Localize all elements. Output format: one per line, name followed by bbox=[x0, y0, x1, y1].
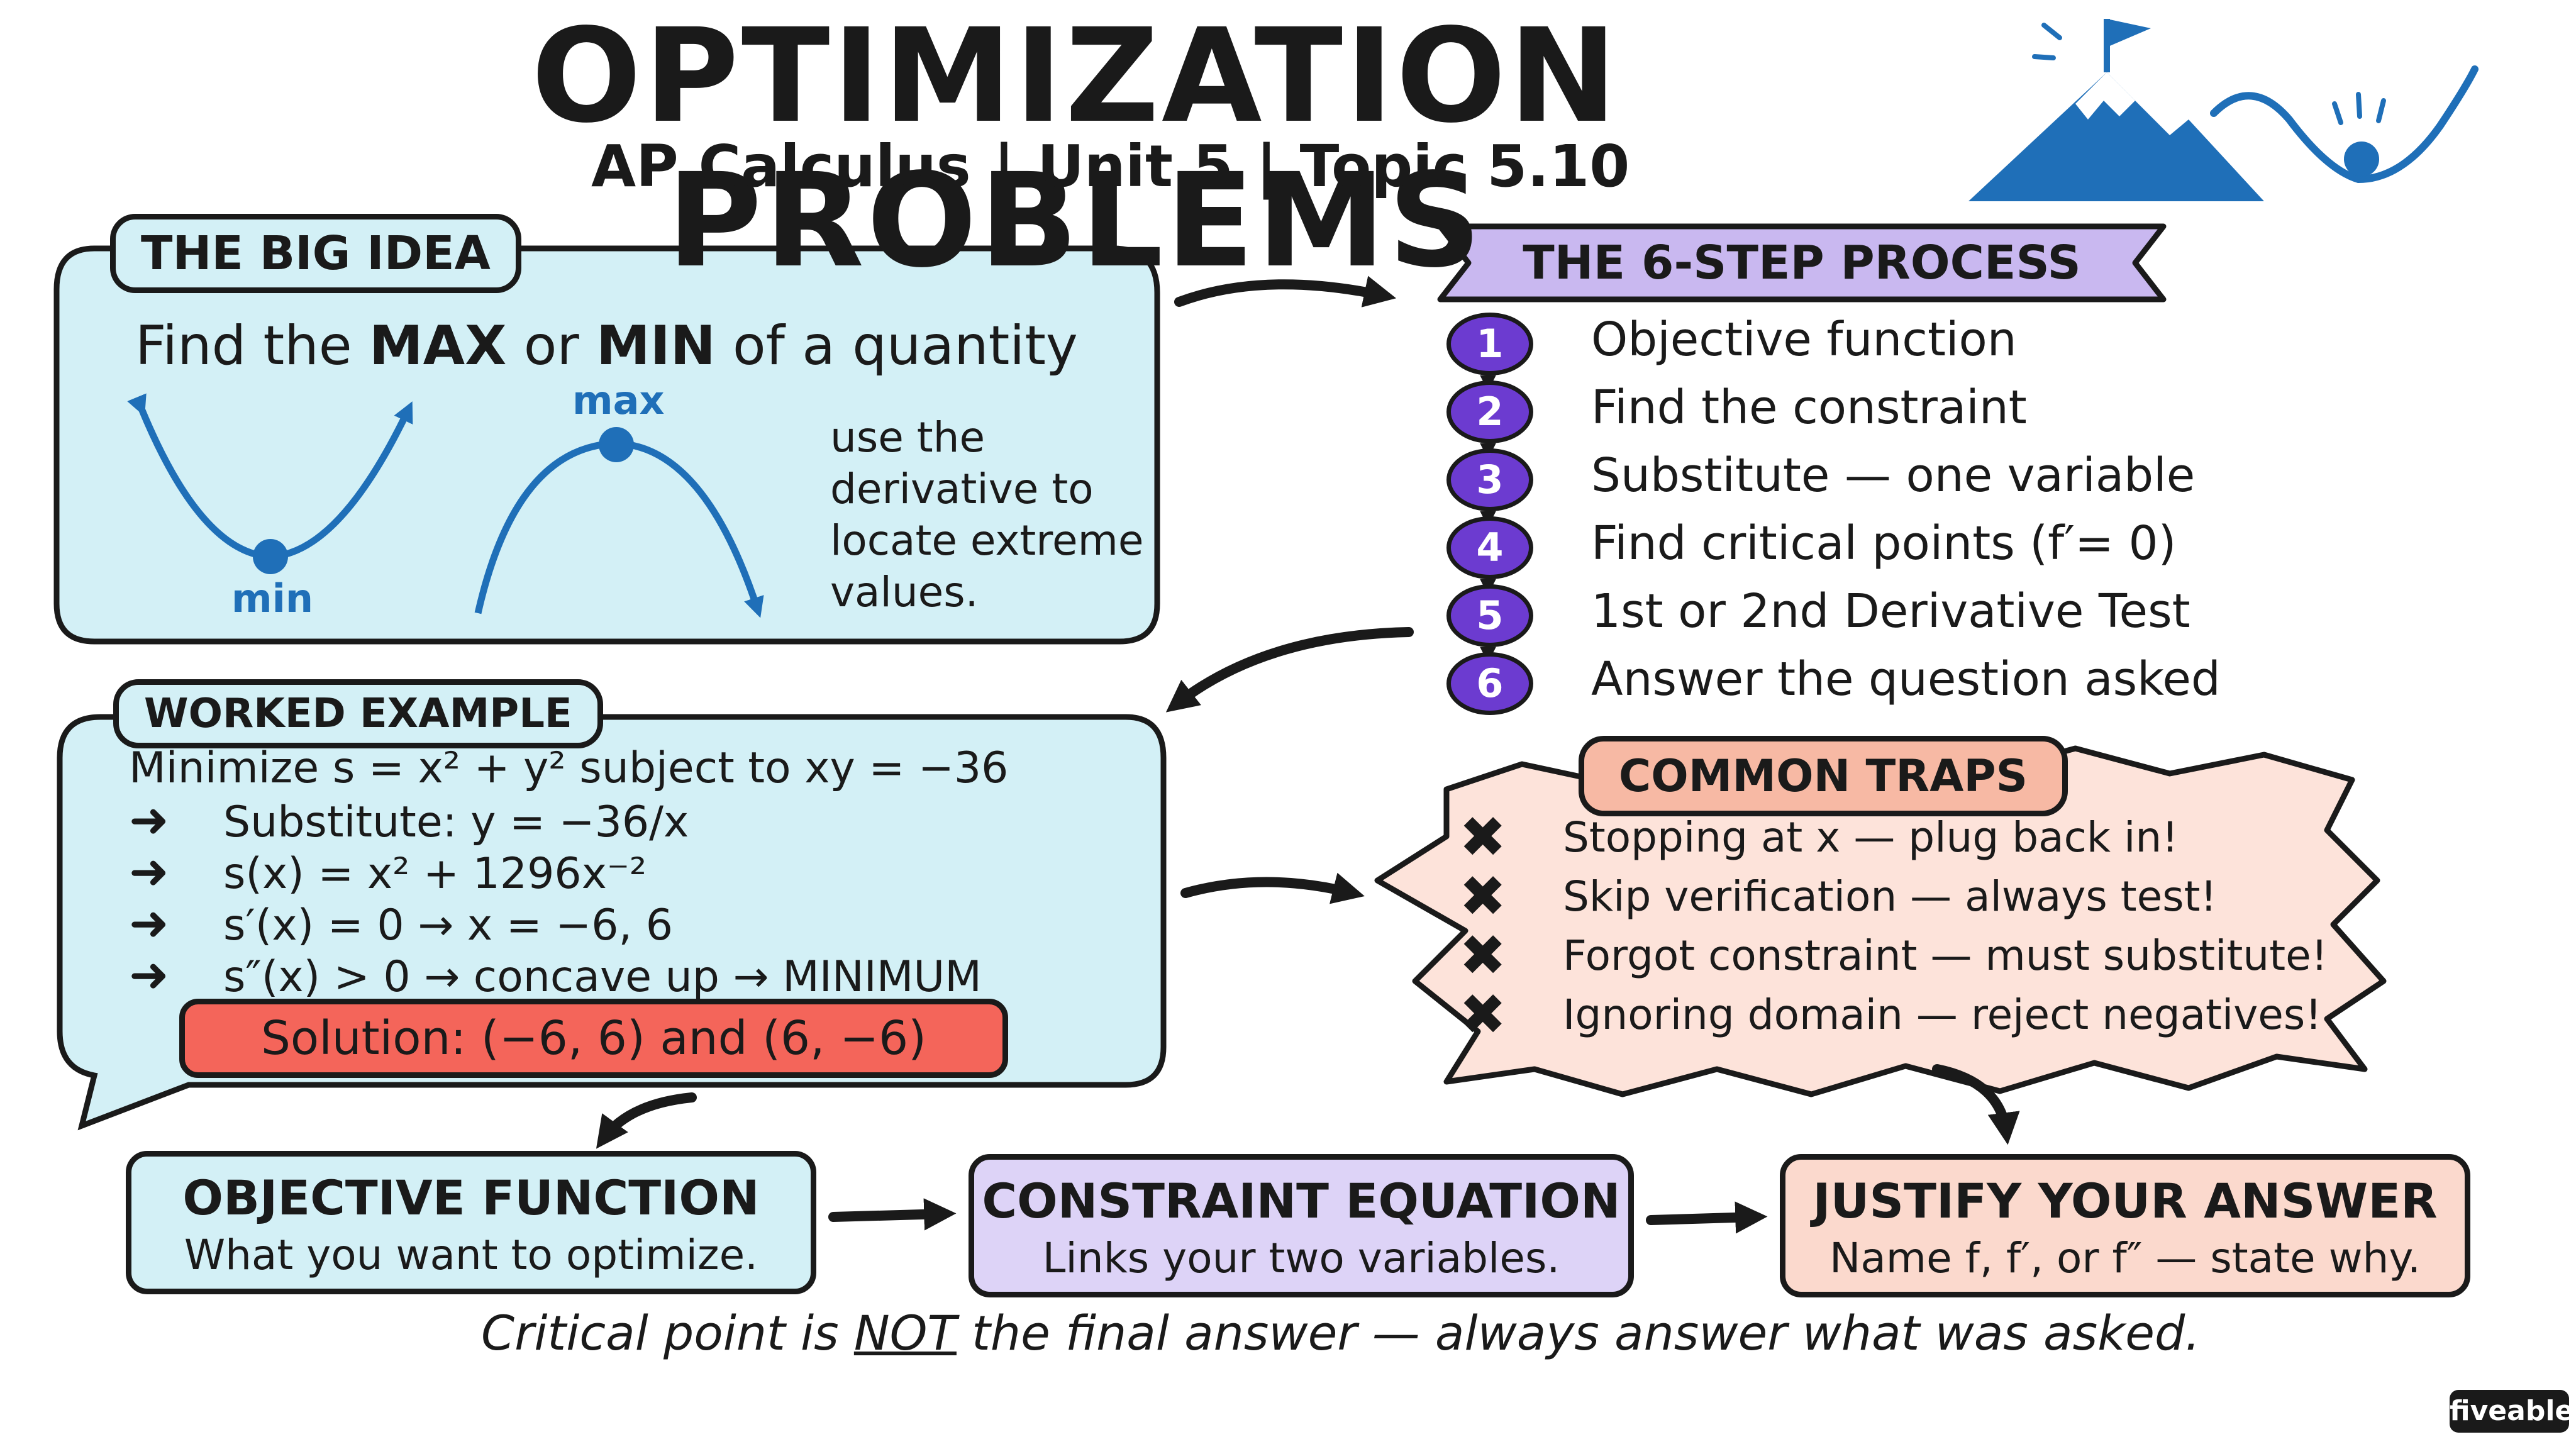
page-subtitle: AP Calculus|Unit 5|Topic 5.10 bbox=[591, 133, 1630, 200]
example-step-1: ➜ Substitute: y = −36/x bbox=[129, 794, 689, 849]
trap-item-3: Forgot constraint — must substitute! bbox=[1563, 931, 2328, 980]
solution-box: Solution: (−6, 6) and (6, −6) bbox=[179, 999, 1008, 1078]
cross-icon: ✖ bbox=[1459, 923, 1507, 989]
arrow-example-to-objective bbox=[596, 1092, 697, 1149]
step-number-4: 4 bbox=[1446, 516, 1533, 579]
arrow-objective-to-constraint bbox=[828, 1198, 957, 1231]
arrow-bigidea-to-process bbox=[1174, 275, 1397, 308]
big-idea-note: use the derivative to locate extreme val… bbox=[830, 412, 1143, 618]
justify-answer-desc: Name f, f′, or f″ — state why. bbox=[1829, 1234, 2421, 1282]
step-number-2: 2 bbox=[1446, 380, 1533, 443]
step-number-1: 1 bbox=[1446, 313, 1533, 375]
example-step-2: ➜ s(x) = x² + 1296x⁻² bbox=[129, 845, 647, 901]
process-label: THE 6-STEP PROCESS bbox=[1523, 236, 2081, 290]
constraint-equation-desc: Links your two variables. bbox=[1042, 1234, 1560, 1282]
footer-part-1: Critical point is bbox=[481, 1305, 854, 1361]
big-idea-headline: Find the MAX or MIN of a quantity bbox=[135, 314, 1078, 377]
example-step-4: ➜ s″(x) > 0 → concave up → MINIMUM bbox=[129, 948, 982, 1004]
headline-part-1: Find the bbox=[135, 314, 370, 377]
example-step-text: s″(x) > 0 → concave up → MINIMUM bbox=[223, 952, 982, 1002]
min-point bbox=[253, 539, 288, 574]
headline-part-3: of a quantity bbox=[715, 314, 1078, 377]
justify-answer-title: JUSTIFY YOUR ANSWER bbox=[1813, 1173, 2438, 1229]
step-text-5: 1st or 2nd Derivative Test bbox=[1591, 584, 2190, 638]
arrow-example-to-traps bbox=[1180, 872, 1365, 904]
subtitle-unit: Unit 5 bbox=[1037, 133, 1233, 200]
example-step-text: s′(x) = 0 → x = −6, 6 bbox=[223, 901, 674, 950]
constraint-equation-box: CONSTRAINT EQUATION Links your two varia… bbox=[969, 1154, 1634, 1297]
trap-item-4: Ignoring domain — reject negatives! bbox=[1563, 991, 2322, 1039]
footer-emphasis: NOT bbox=[853, 1305, 957, 1361]
note-line: locate extreme bbox=[830, 516, 1144, 565]
right-arrow-icon: ➜ bbox=[129, 895, 169, 951]
note-line: values. bbox=[830, 568, 979, 616]
process-banner bbox=[1437, 223, 2167, 303]
footer-part-2: the final answer — always answer what wa… bbox=[956, 1305, 2201, 1361]
step-number-5: 5 bbox=[1446, 584, 1533, 647]
max-point bbox=[599, 427, 634, 462]
example-step-3: ➜ s′(x) = 0 → x = −6, 6 bbox=[129, 897, 673, 952]
mountain-flag-icon bbox=[1968, 19, 2264, 201]
cross-icon: ✖ bbox=[1459, 863, 1507, 930]
note-line: derivative to bbox=[830, 465, 1094, 513]
example-problem: Minimize s = x² + y² subject to xy = −36 bbox=[129, 743, 1009, 793]
brand-logo: fiveable bbox=[2450, 1390, 2573, 1433]
trap-item-1: Stopping at x — plug back in! bbox=[1563, 813, 2179, 862]
cross-icon: ✖ bbox=[1459, 982, 1507, 1048]
right-arrow-icon: ➜ bbox=[129, 792, 169, 848]
headline-max: MAX bbox=[369, 314, 507, 377]
example-step-text: Substitute: y = −36/x bbox=[223, 797, 689, 847]
arrow-constraint-to-justify bbox=[1646, 1201, 1768, 1234]
objective-function-desc: What you want to optimize. bbox=[184, 1231, 758, 1279]
step-text-4: Find critical points (f′= 0) bbox=[1591, 516, 2177, 570]
footer-note: Critical point is NOT the final answer —… bbox=[481, 1302, 2200, 1365]
right-arrow-icon: ➜ bbox=[129, 947, 169, 1002]
objective-function-box: OBJECTIVE FUNCTION What you want to opti… bbox=[126, 1151, 816, 1294]
example-step-text: s(x) = x² + 1296x⁻² bbox=[223, 849, 647, 899]
worked-example-label: WORKED EXAMPLE bbox=[113, 679, 603, 748]
min-label: min bbox=[231, 575, 313, 621]
trap-item-2: Skip verification — always test! bbox=[1563, 872, 2217, 921]
justify-answer-box: JUSTIFY YOUR ANSWER Name f, f′, or f″ — … bbox=[1780, 1154, 2470, 1297]
right-arrow-icon: ➜ bbox=[129, 843, 169, 899]
arrow-process-to-example bbox=[1165, 627, 1414, 713]
valley-ball-icon bbox=[2210, 65, 2479, 184]
step-number-3: 3 bbox=[1446, 448, 1533, 511]
step-text-6: Answer the question asked bbox=[1591, 652, 2221, 706]
objective-function-title: OBJECTIVE FUNCTION bbox=[182, 1170, 760, 1226]
constraint-equation-title: CONSTRAINT EQUATION bbox=[982, 1173, 1621, 1229]
step-text-2: Find the constraint bbox=[1591, 380, 2027, 435]
max-label: max bbox=[572, 377, 665, 423]
step-number-6: 6 bbox=[1446, 652, 1533, 715]
subtitle-course: AP Calculus bbox=[591, 133, 971, 200]
traps-label: COMMON TRAPS bbox=[1579, 736, 2068, 816]
note-line: use the bbox=[830, 413, 985, 462]
page-title: OPTIMIZATION PROBLEMS bbox=[531, 1, 1620, 296]
headline-part-2: or bbox=[506, 314, 597, 377]
step-text-1: Objective function bbox=[1591, 313, 2017, 367]
headline-min: MIN bbox=[596, 314, 716, 377]
cross-icon: ✖ bbox=[1459, 804, 1507, 870]
big-idea-label: THE BIG IDEA bbox=[110, 214, 521, 293]
step-text-3: Substitute — one variable bbox=[1591, 448, 2196, 502]
subtitle-topic: Topic 5.10 bbox=[1299, 133, 1630, 200]
arrow-traps-to-justify bbox=[1932, 1064, 2020, 1145]
